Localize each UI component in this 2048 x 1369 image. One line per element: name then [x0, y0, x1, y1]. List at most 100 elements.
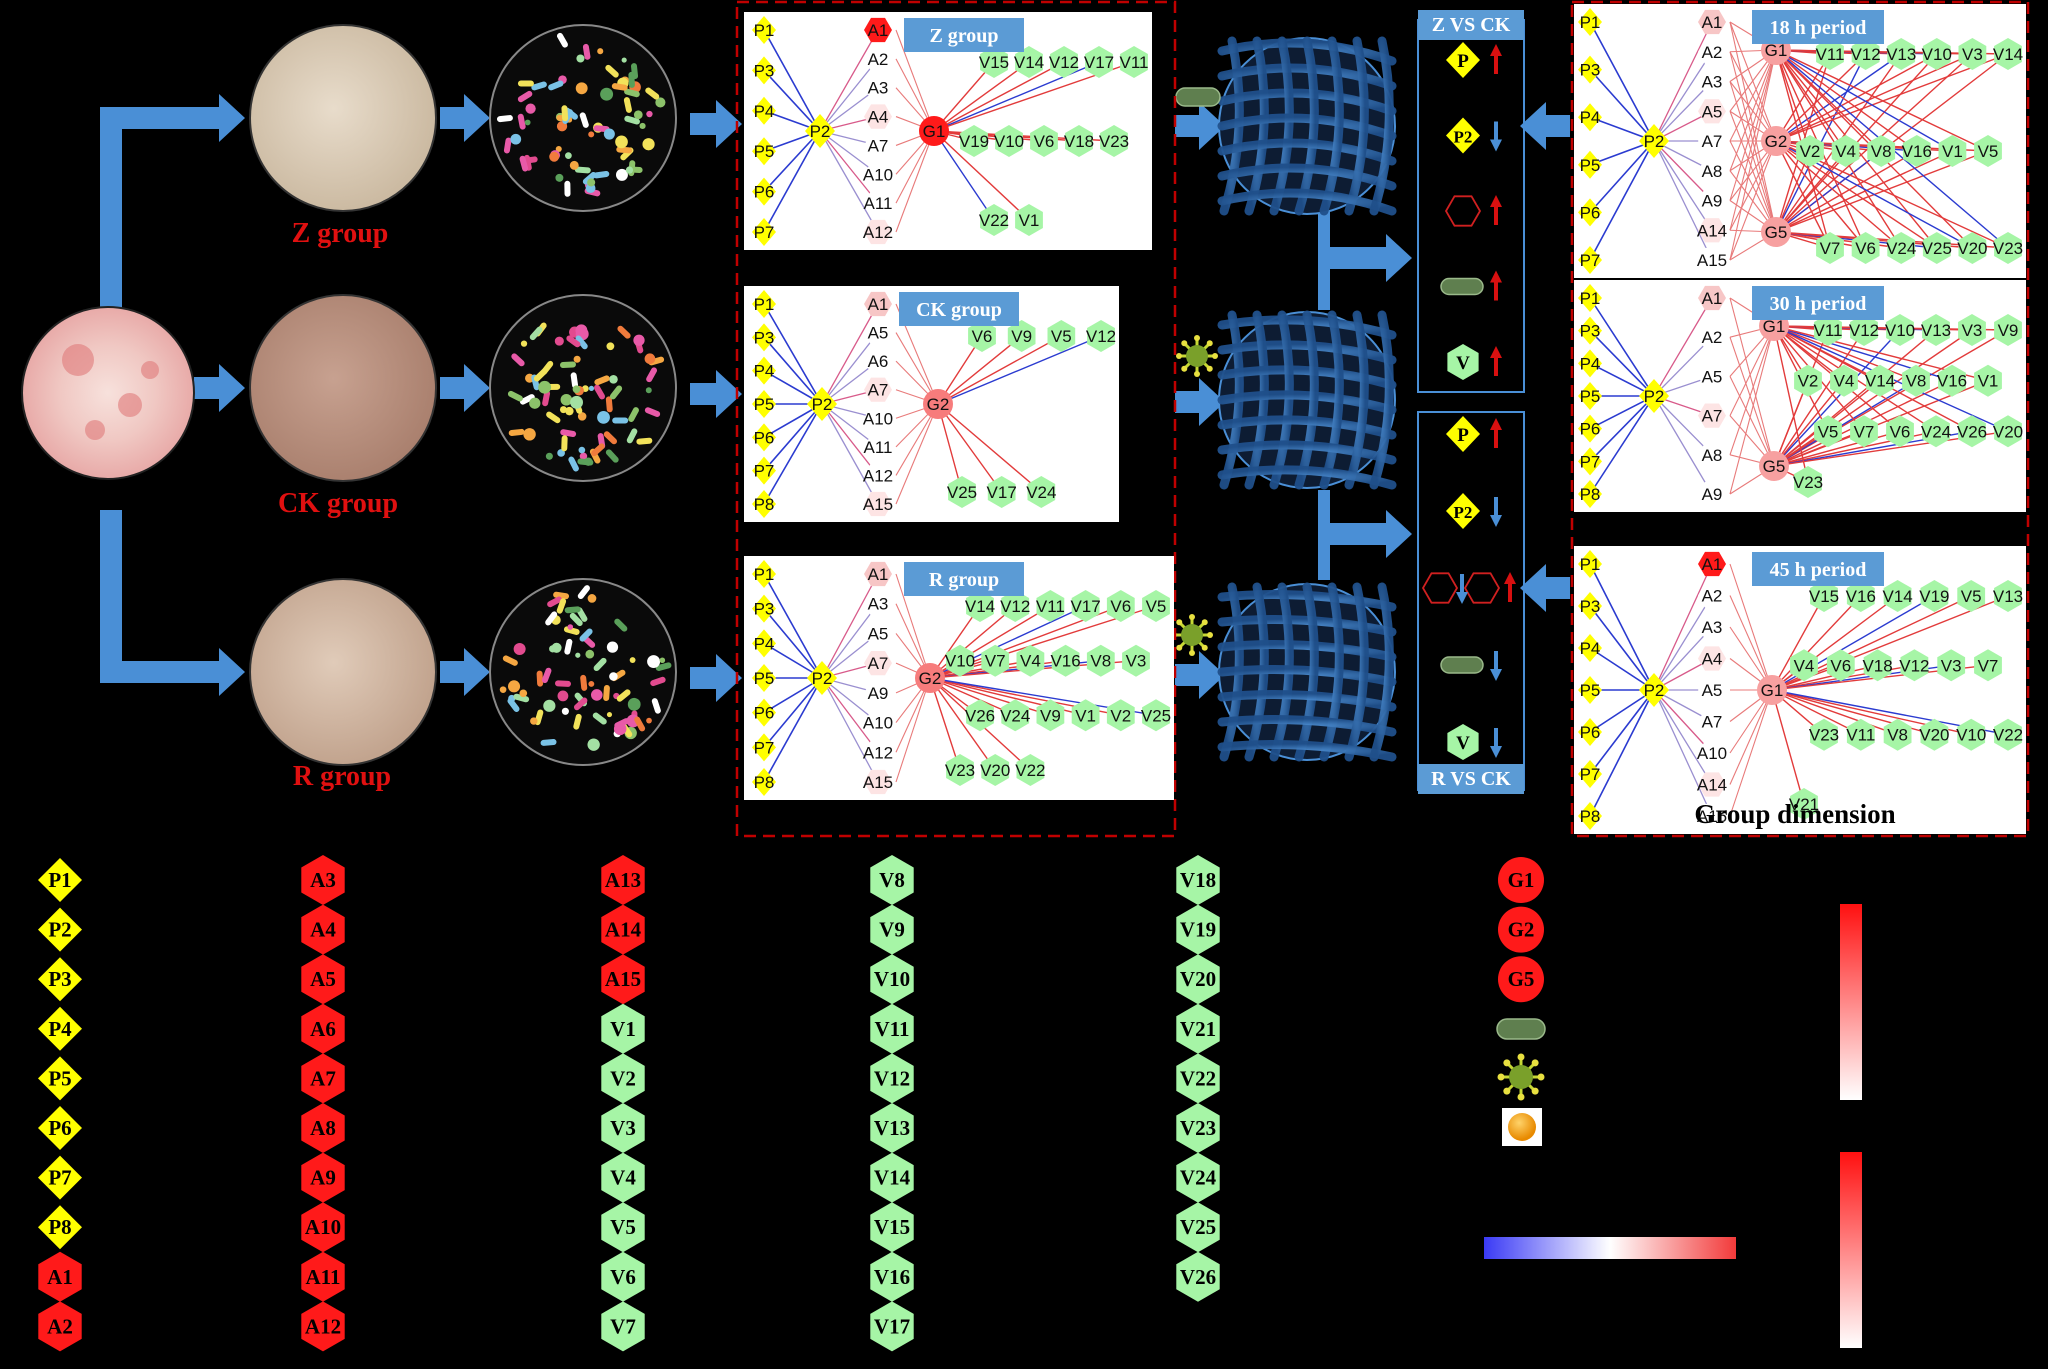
edge-g-v [933, 130, 1030, 221]
v-node-label: V8 [1090, 652, 1111, 671]
v-node-label: V25 [1922, 239, 1952, 258]
legend-symbol-label: A3 [310, 868, 336, 892]
legend-virus-tip [1531, 1059, 1539, 1067]
microbe-rod [503, 137, 512, 154]
a-node-label: A3 [1702, 73, 1723, 92]
v-node-label: V10 [994, 132, 1024, 151]
edge-g-v [933, 61, 995, 132]
microbe-coccus [525, 103, 536, 114]
edge-hub-a [1653, 81, 1713, 142]
fiber-h [1217, 665, 1397, 687]
edge-g-v [1773, 430, 1865, 467]
a-node-label: A3 [1702, 618, 1723, 637]
legend-item-p2: P2 [38, 907, 82, 952]
r-sample-photo [249, 578, 437, 766]
v-node-label: V26 [1957, 422, 1987, 441]
edge-p-hub [1589, 140, 1655, 213]
network-panel-18-h-period: P1P3P4P5P6P7P2A1A2A3A5A7A8A9A14A15G1G2G5… [1574, 4, 2026, 278]
legend-a-symbol [301, 1053, 345, 1104]
v-node [1016, 644, 1045, 677]
p-node-label: P5 [754, 395, 775, 414]
a-node [1698, 158, 1726, 183]
p-node-label: P5 [1580, 156, 1601, 175]
fiber-h [1217, 615, 1397, 637]
v-node [1027, 476, 1056, 508]
v-node-label: V20 [980, 761, 1010, 780]
v-node [1887, 38, 1916, 70]
v-node [1790, 788, 1818, 820]
v-node-label: V4 [1794, 656, 1815, 675]
down-arrow-head [1490, 139, 1502, 152]
p-node-label: P8 [1580, 485, 1601, 504]
arrow-to-compare-top [1318, 234, 1412, 282]
g-node [1761, 217, 1791, 247]
microbe-coccus [597, 48, 604, 55]
v-node-label: V4 [1835, 142, 1856, 161]
legend-item-v5: V5 [601, 1202, 645, 1253]
v-node-label: V13 [1993, 587, 2023, 606]
microbe-cluster-2 [489, 578, 677, 766]
legend-v-symbol [1176, 1103, 1220, 1153]
p-node [1578, 316, 1602, 345]
legend-symbol-label: P5 [48, 1066, 71, 1090]
microbe-rod [582, 43, 591, 60]
virus-tip [1189, 614, 1195, 620]
a-node [864, 17, 892, 43]
microbe-rod [517, 80, 534, 87]
edge-a-g [895, 29, 935, 132]
microbe-coccus [629, 657, 636, 663]
legend-symbol-label: P8 [48, 1215, 71, 1239]
legend-symbol-label: V13 [874, 1116, 910, 1140]
legend-symbol-label: A12 [305, 1314, 341, 1338]
edge-p-hub [1589, 395, 1655, 462]
p-node [1578, 8, 1602, 36]
edge-p-hub [1589, 689, 1655, 817]
a-node-label: A5 [868, 624, 889, 643]
virus-tip [1206, 340, 1213, 347]
microbe-rod [628, 71, 635, 88]
network-panel-ck-group: P1P3P4P5P6P7P8P2A1A5A6A7A10A11A12A15G2V6… [744, 286, 1119, 522]
v-node [1902, 364, 1930, 397]
legend-a-symbol [301, 904, 345, 955]
up-arrow-head [1490, 195, 1502, 207]
microbe-rod [593, 384, 605, 400]
v-node-label: V6 [1830, 656, 1851, 675]
edge-hub-a [1653, 689, 1713, 754]
a-node [864, 406, 892, 431]
a-node [864, 769, 892, 795]
edge-p-hub [1589, 689, 1655, 775]
edge-hub-a [1653, 626, 1713, 691]
p-node-label: P4 [754, 102, 775, 121]
microbe-coccus [565, 152, 572, 160]
v-node [1087, 320, 1115, 352]
edge-g-v [1775, 140, 1831, 249]
legend-item-g5: G5 [1498, 956, 1544, 1003]
v-node [1007, 320, 1036, 352]
legend-colorbar-bottom [1840, 1152, 1862, 1348]
microbe-rod [548, 80, 564, 91]
legend-symbol-label: V10 [874, 967, 910, 991]
edge-p-hub [763, 29, 821, 132]
legend-item-v20: V20 [1176, 954, 1220, 1005]
legend-symbol-label: V26 [1180, 1265, 1216, 1289]
p-badge [1446, 42, 1480, 78]
v-node-label: V7 [1854, 422, 1875, 441]
a-node-label: A5 [1702, 681, 1723, 700]
microbe-rod [617, 325, 631, 339]
microbe-rod [580, 674, 588, 691]
v-node [1886, 314, 1914, 346]
legend-a-symbol [601, 904, 645, 955]
edge-hub-a [1653, 336, 1713, 397]
a-node-label: A10 [1697, 744, 1727, 763]
a-node-label: A15 [863, 773, 893, 792]
legend-v-symbol [601, 1103, 645, 1153]
v-node-label: V24 [1886, 239, 1916, 258]
a-node-label: A12 [863, 743, 893, 762]
a-node-label: A1 [1702, 555, 1723, 574]
edge-g-v [1775, 150, 1918, 233]
microbe-rod [556, 32, 568, 48]
edge-hub-a [1653, 395, 1713, 495]
hub-node [1639, 379, 1669, 413]
edge-g-v [1771, 689, 1862, 736]
microbe-rod [507, 390, 523, 402]
